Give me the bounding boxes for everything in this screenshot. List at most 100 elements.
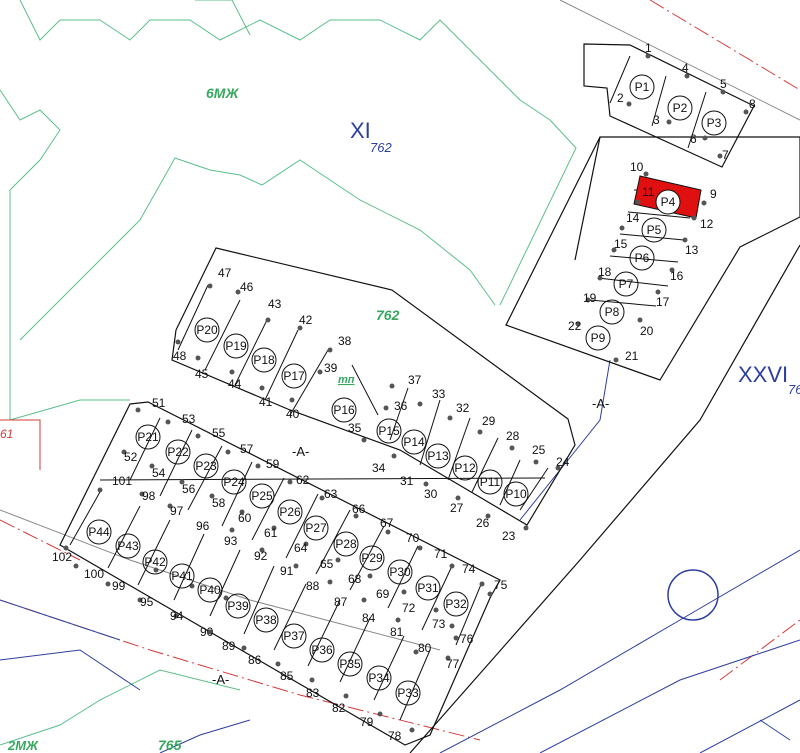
lot-label: P24 — [223, 475, 245, 489]
lot-label: P25 — [251, 489, 273, 503]
vertex-label: 31 — [400, 474, 414, 488]
vertex-label: 9 — [710, 187, 717, 201]
parcel-outlines — [59, 43, 800, 746]
lot-label: P34 — [368, 671, 390, 685]
vertex-label: 86 — [248, 653, 262, 667]
lot-label: P44 — [88, 525, 110, 539]
vertex-label: 19 — [583, 291, 597, 305]
vertex-label: 34 — [372, 461, 386, 475]
lot-label: P1 — [635, 80, 650, 94]
vertex-labels: 1 2 3 4 5 6 7 8 9 10 11 12 13 14 15 16 1… — [52, 41, 756, 743]
vertex-label: 71 — [434, 547, 448, 561]
lot-label: P28 — [335, 537, 357, 551]
lot-label: P31 — [417, 581, 439, 595]
vertex-label: 61 — [264, 526, 278, 540]
lot-label: P10 — [505, 487, 527, 501]
vertex-label: 100 — [84, 567, 104, 581]
zone-765-label: 765 — [158, 737, 182, 753]
vertex-label: 7 — [722, 148, 729, 162]
vertex-label: 72 — [402, 601, 416, 615]
lot-label: P29 — [361, 551, 383, 565]
vertex-label: 99 — [112, 579, 126, 593]
vertex-label: 77 — [446, 657, 460, 671]
vertex-label: 97 — [170, 504, 184, 518]
vertex-label: 35 — [348, 421, 362, 435]
vertex-label: 98 — [142, 489, 156, 503]
vertex-label: 87 — [334, 595, 348, 609]
vertex-label: 74 — [462, 562, 476, 576]
lot-label: P14 — [403, 435, 425, 449]
lot-label: P17 — [283, 369, 305, 383]
vertex-label: 79 — [360, 715, 374, 729]
vertex-label: 12 — [700, 217, 714, 231]
vertex-label: 13 — [685, 243, 699, 257]
block-xi-label: XI — [350, 118, 371, 143]
vertex-label: 41 — [259, 395, 273, 409]
vertex-label: 47 — [218, 266, 232, 280]
vertex-label: 60 — [238, 511, 252, 525]
vertex-label: 26 — [476, 516, 490, 530]
vertex-label: 6 — [690, 132, 697, 146]
vertex-label: 48 — [173, 349, 187, 363]
lot-label: P37 — [283, 629, 305, 643]
vertex-label: 23 — [502, 529, 516, 543]
vertex-label: 46 — [240, 280, 254, 294]
lot-label: P40 — [199, 583, 221, 597]
vertex-label: 93 — [224, 534, 238, 548]
vertex-label: 25 — [532, 443, 546, 457]
lot-label: P13 — [427, 449, 449, 463]
lot-label: P7 — [619, 277, 634, 291]
vertex-points — [63, 53, 749, 733]
vertex-label: 69 — [376, 587, 390, 601]
vertex-label: 30 — [424, 487, 438, 501]
vertex-label: 38 — [338, 334, 352, 348]
vertex-label: 5 — [720, 77, 727, 91]
vertex-label: 90 — [200, 625, 214, 639]
vertex-label: 56 — [182, 482, 196, 496]
lot-label: P39 — [227, 599, 249, 613]
lot-label: P20 — [196, 323, 218, 337]
lot-label: P38 — [255, 613, 277, 627]
lot-label: P41 — [171, 569, 193, 583]
vertex-label: 20 — [640, 324, 654, 338]
road-lines — [0, 359, 800, 753]
vertex-label: 82 — [332, 701, 346, 715]
vertex-label: 55 — [212, 426, 226, 440]
lot-label: P12 — [454, 461, 476, 475]
block-xxvi-number: 76 — [788, 382, 800, 397]
vertex-label: 102 — [52, 550, 72, 564]
vertex-label: 66 — [352, 502, 366, 516]
lot-label: P36 — [311, 643, 333, 657]
vertex-label: 11 — [642, 185, 655, 199]
vertex-label: 14 — [626, 211, 640, 225]
vertex-label: 92 — [254, 549, 268, 563]
lot-label: P2 — [673, 101, 688, 115]
zone-tp-label: тп — [338, 374, 355, 386]
vertex-label: 59 — [266, 457, 280, 471]
axis-a-label-bottom: -A- — [212, 672, 229, 687]
vertex-label: 64 — [294, 541, 308, 555]
vertex-label: 62 — [296, 473, 310, 487]
vertex-label: 52 — [124, 450, 138, 464]
outer-boundary — [409, 136, 800, 753]
vertex-label: 96 — [196, 519, 210, 533]
vertex-label: 94 — [170, 609, 184, 623]
vertex-label: 42 — [299, 313, 313, 327]
vertex-label: 75 — [494, 578, 508, 592]
vertex-label: 83 — [306, 686, 320, 700]
lot-label: P3 — [707, 116, 722, 130]
lot-circles — [86, 74, 727, 706]
vertex-label: 53 — [182, 412, 196, 426]
vertex-label: 33 — [432, 387, 446, 401]
lot-label: P8 — [605, 305, 620, 319]
lot-label: P43 — [117, 539, 139, 553]
vertex-label: 29 — [482, 414, 496, 428]
lot-label: P21 — [137, 430, 159, 444]
vertex-label: 17 — [656, 295, 670, 309]
vertex-label: 58 — [212, 496, 226, 510]
vertex-label: 91 — [280, 564, 294, 578]
axis-a-label-right: -A- — [592, 396, 609, 411]
vertex-label: 65 — [320, 557, 334, 571]
vertex-label: 67 — [380, 516, 394, 530]
lot-label: P19 — [225, 339, 247, 353]
